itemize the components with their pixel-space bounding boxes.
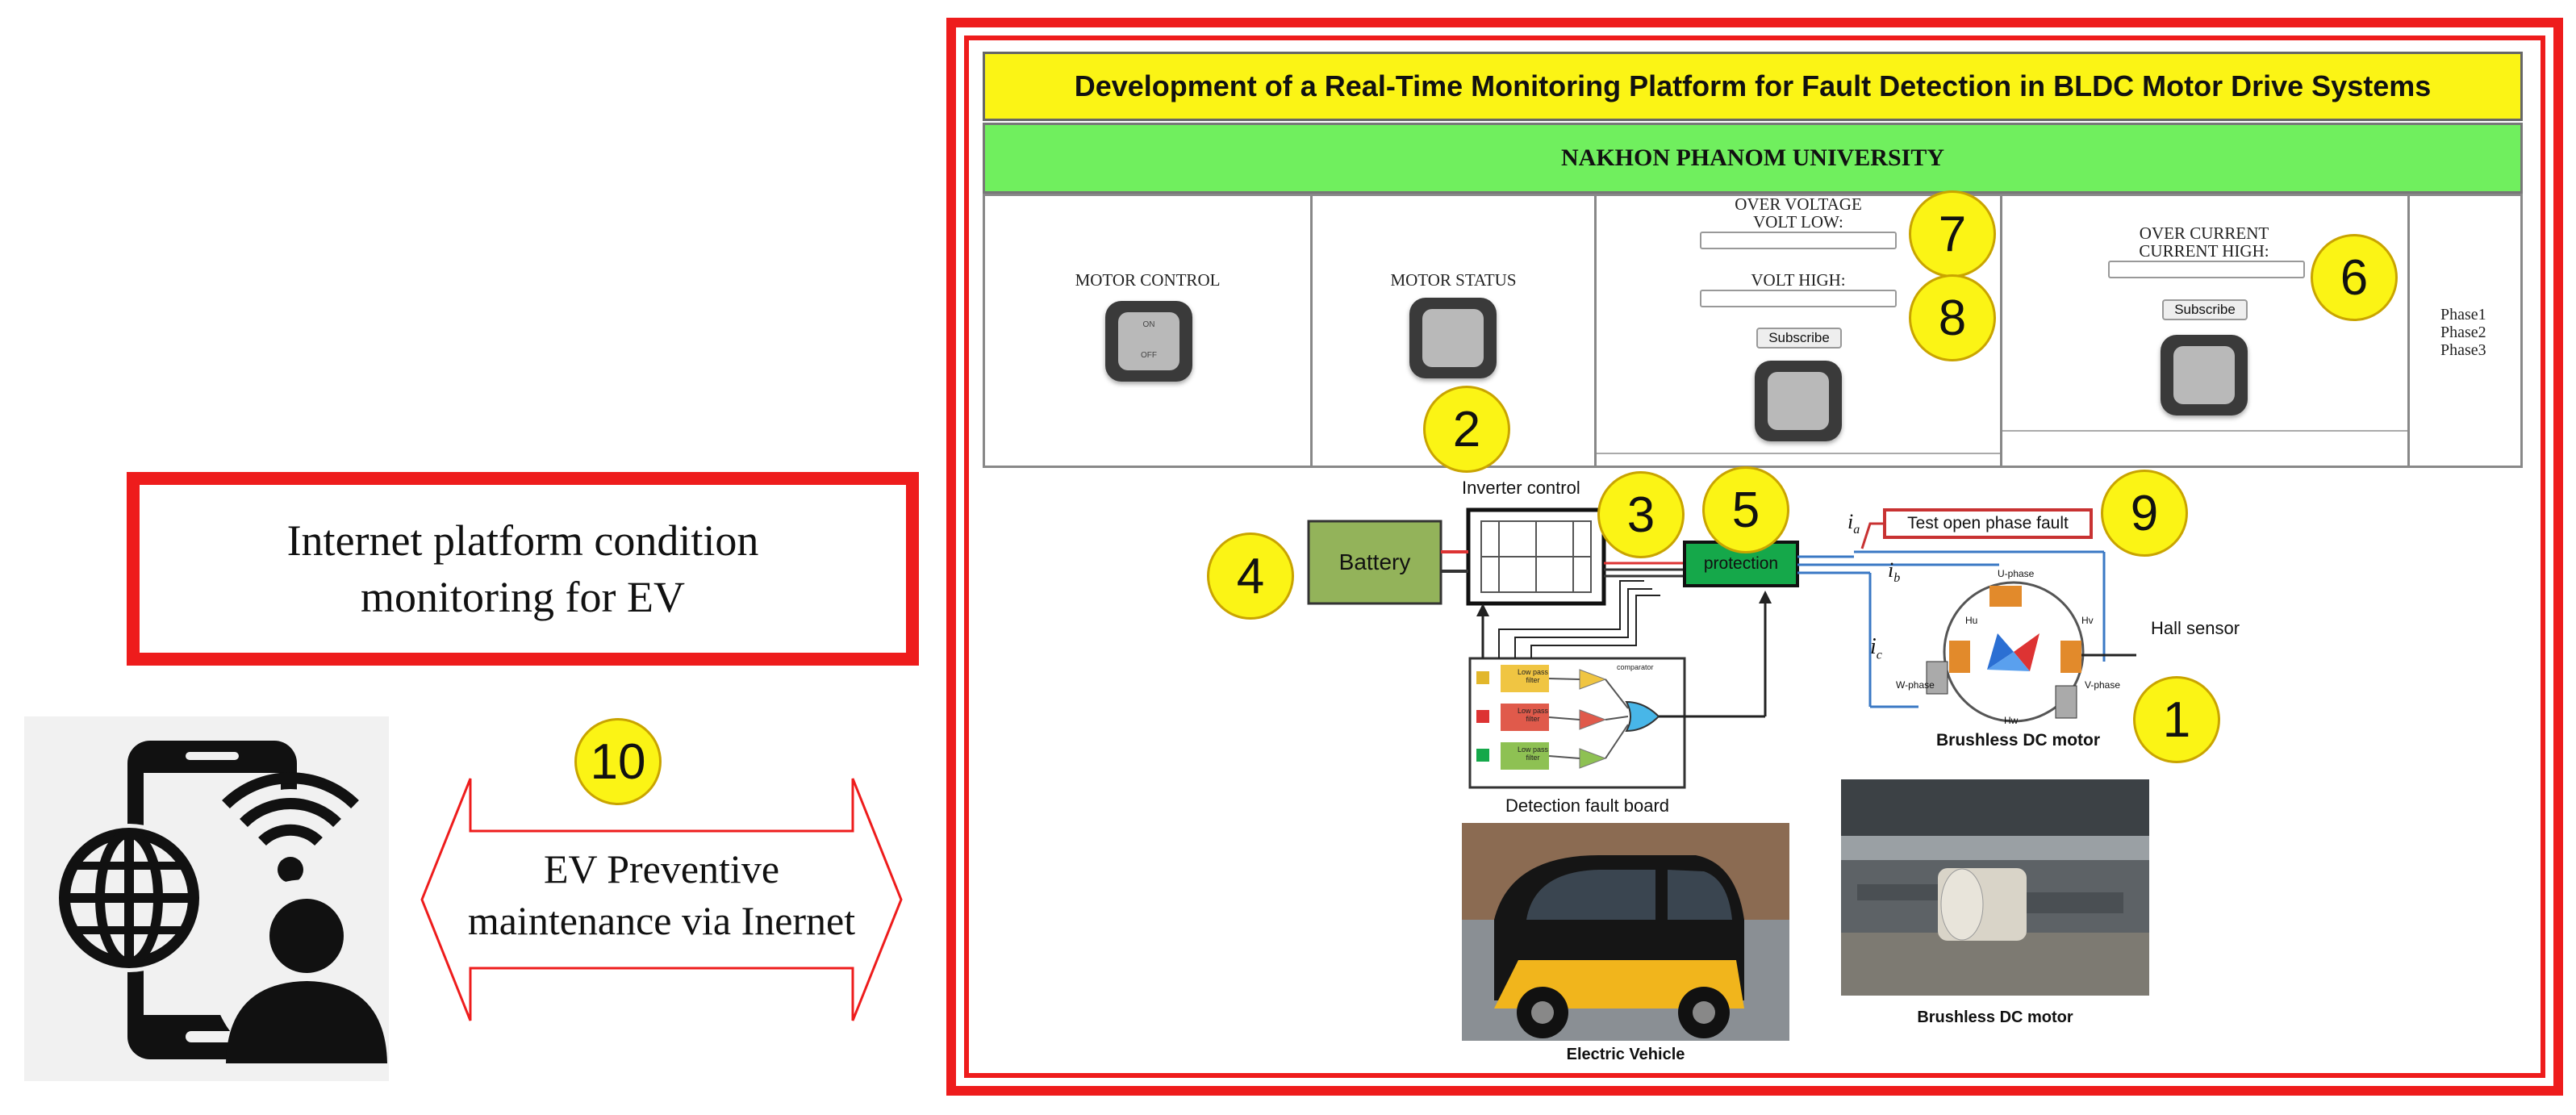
filter-block-2 [1501, 704, 1549, 731]
battery-block [1307, 520, 1442, 605]
protection-label: protection [1703, 554, 1779, 573]
u-phase-label: U-phase [1998, 568, 2035, 579]
platform-caption-box: Internet platform condition monitoring f… [127, 472, 919, 666]
test-fault-label: Test open phase fault [1907, 514, 2069, 532]
dashboard-outer-frame [946, 18, 2563, 1096]
motor-control-toggle[interactable]: ON OFF [1105, 301, 1192, 382]
system-block-diagram [1307, 507, 2136, 789]
bldc-motor-photo [1841, 779, 2149, 996]
test-fault-box [1883, 508, 2093, 539]
current-ib-label: ib [1888, 558, 1901, 586]
arrow-caption: EV Preventive maintenance via Inernet [428, 843, 896, 946]
detection-board-label: Detection fault board [1505, 796, 1670, 816]
university-banner: NAKHON PHANOM UNIVERSITY [983, 123, 2523, 194]
marker-1: 1 [2133, 676, 2220, 763]
volt-low-input[interactable] [1700, 232, 1897, 249]
toggle-off-text: OFF [1141, 351, 1157, 360]
bidirectional-arrow [420, 778, 903, 1021]
electric-vehicle-photo [1462, 823, 1789, 1041]
hw-label: Hw [2004, 715, 2019, 726]
electric-vehicle-image [1462, 823, 1789, 1041]
inverter-switches [1480, 520, 1592, 593]
marker-5: 5 [1702, 466, 1789, 553]
hv-label: Hv [2081, 615, 2094, 626]
phase-2-label: Phase2 [2440, 324, 2486, 341]
mobile-user-icon-tile [24, 716, 402, 1081]
inverter-control-label: Inverter control [1462, 478, 1580, 498]
marker-8: 8 [1909, 274, 1996, 361]
current-subscribe-button[interactable]: Subscribe [2162, 299, 2248, 320]
current-ic-label: ic [1870, 634, 1882, 662]
marker-3: 3 [1597, 471, 1685, 558]
battery-label: Battery [1338, 549, 1411, 574]
divider [1597, 453, 2000, 454]
bldc-motor-image [1841, 779, 2149, 996]
vehicle-caption: Electric Vehicle [1566, 1046, 1685, 1063]
bldc-motor-drawing [1926, 581, 2136, 723]
motor-status-label: MOTOR STATUS [1390, 270, 1517, 290]
motor-control-panel: MOTOR CONTROL ON OFF [985, 196, 1313, 466]
filter-text-3: Low pass filter [1517, 745, 1549, 762]
volt-high-input[interactable] [1700, 290, 1897, 307]
volt-low-label: VOLT LOW: [1753, 212, 1843, 232]
phase-panel: Phase1 Phase2 Phase3 [2410, 196, 2520, 466]
filter-text-2: Low pass filter [1517, 707, 1549, 723]
current-high-input[interactable] [2108, 261, 2305, 278]
marker-2: 2 [1423, 386, 1510, 473]
caption-line-2: monitoring for EV [361, 573, 685, 621]
v-phase-label: V-phase [2085, 679, 2121, 691]
caption-line-1: Internet platform condition [286, 516, 759, 565]
filter-text-1: Low pass filter [1517, 668, 1549, 684]
over-current-title: OVER CURRENT [2139, 223, 2269, 243]
current-ia-label: ia [1847, 510, 1860, 537]
motor-diagram-label: Brushless DC motor [1936, 731, 2101, 750]
over-voltage-panel: OVER VOLTAGE VOLT LOW: VOLT HIGH: Subscr… [1597, 194, 2002, 466]
over-voltage-title: OVER VOLTAGE [1735, 194, 1862, 214]
volt-high-label: VOLT HIGH: [1751, 270, 1846, 290]
arrow-caption-line-1: EV Preventive [543, 846, 780, 892]
motor-status-panel: MOTOR STATUS [1313, 196, 1597, 466]
marker-7: 7 [1909, 190, 1996, 278]
toggle-on-text: ON [1142, 320, 1155, 329]
marker-6: 6 [2311, 234, 2398, 321]
smartphone-globe-user-icon [55, 741, 402, 1070]
filter-block-3 [1501, 742, 1549, 770]
phase-3-label: Phase3 [2440, 341, 2486, 359]
hall-sensor-label: Hall sensor [2151, 618, 2240, 638]
current-high-label: CURRENT HIGH: [2139, 241, 2269, 261]
phase-1-label: Phase1 [2440, 306, 2486, 324]
over-current-panel: OVER CURRENT CURRENT HIGH: Subscribe [2002, 196, 2410, 466]
marker-10: 10 [574, 718, 662, 805]
dashboard-title: Development of a Real-Time Monitoring Pl… [983, 52, 2523, 121]
comparator-text: comparator [1617, 663, 1654, 671]
filter-block-1 [1501, 665, 1549, 692]
arrow-caption-line-2: maintenance via Inernet [467, 898, 856, 943]
hu-label: Hu [1965, 615, 1978, 626]
divider [2002, 430, 2407, 432]
voltage-alarm-indicator [1755, 361, 1842, 441]
motor-control-label: MOTOR CONTROL [1075, 270, 1221, 290]
marker-4: 4 [1207, 532, 1294, 620]
motor-status-indicator [1409, 298, 1497, 378]
current-alarm-indicator [2161, 335, 2248, 416]
voltage-subscribe-button[interactable]: Subscribe [1756, 328, 1842, 349]
w-phase-label: W-phase [1896, 679, 1935, 691]
control-panel-row: MOTOR CONTROL ON OFF MOTOR STATUS OVER V… [983, 194, 2523, 468]
motor-photo-caption: Brushless DC motor [1917, 1009, 2073, 1026]
marker-9: 9 [2101, 470, 2188, 557]
